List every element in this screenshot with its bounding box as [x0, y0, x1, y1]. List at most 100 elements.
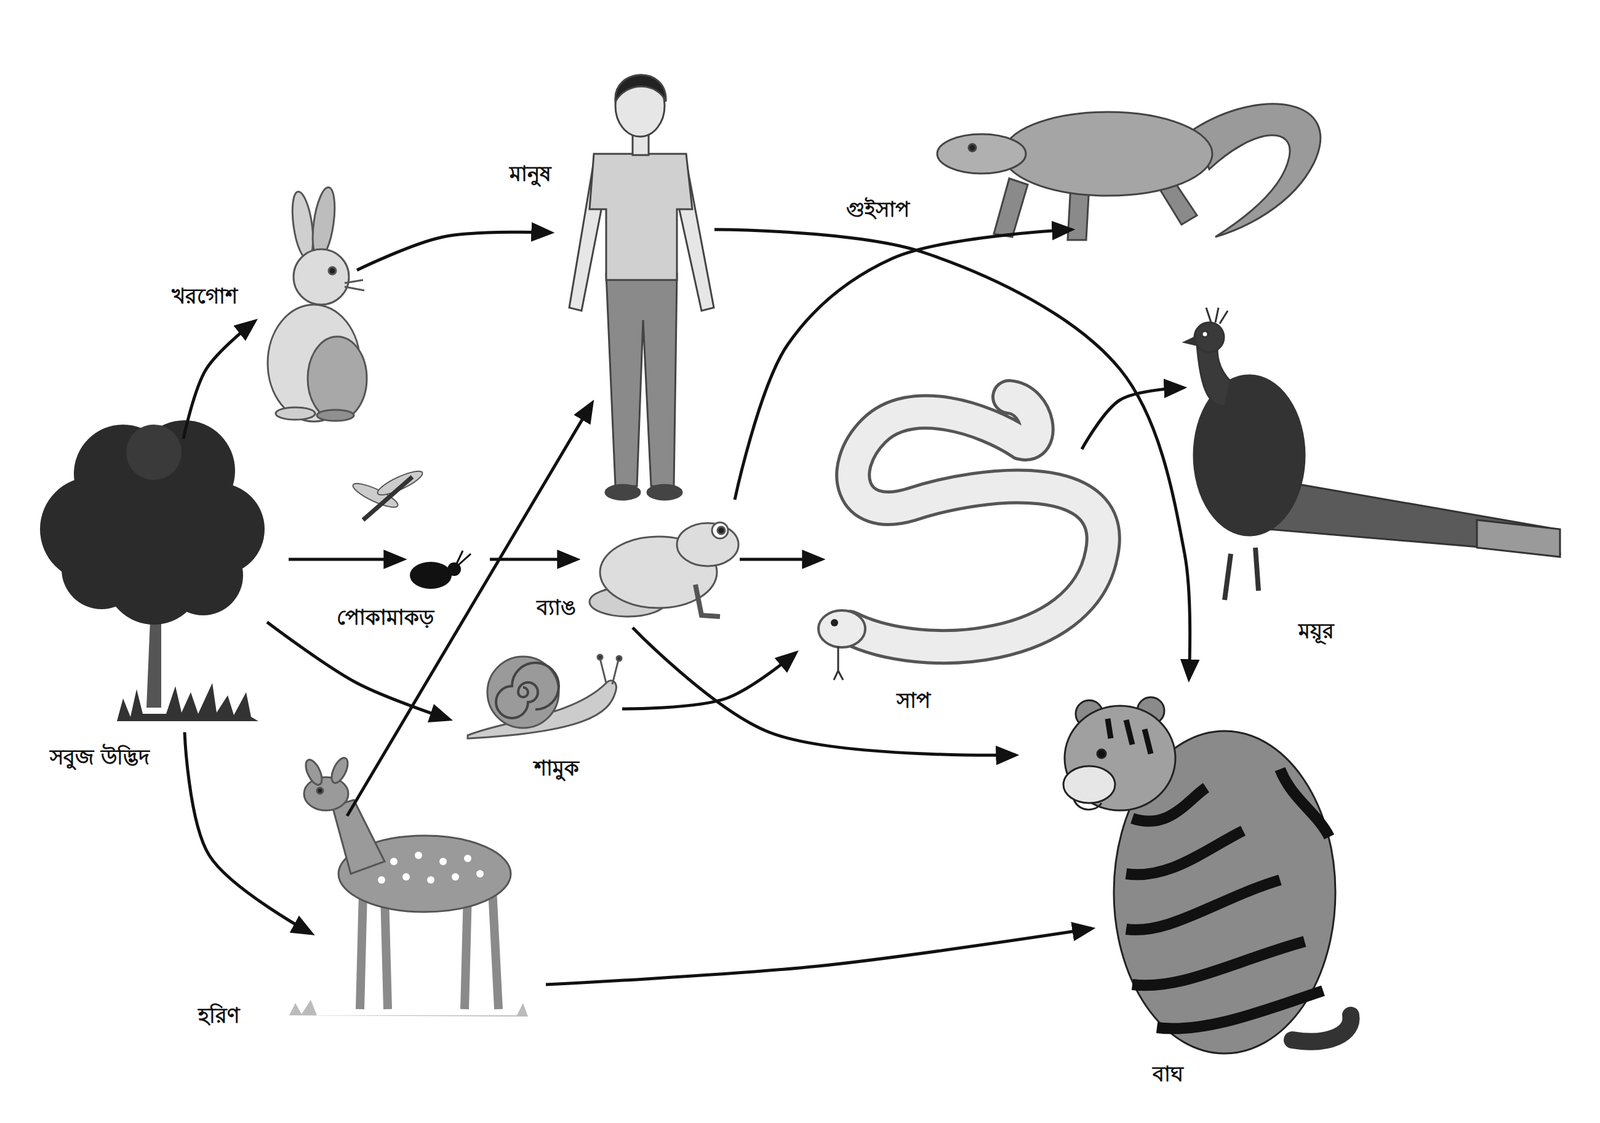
frog-picture-part: [676, 523, 739, 567]
peacock-picture-part: [1476, 520, 1560, 557]
human-picture-part: [615, 75, 666, 102]
peacock-picture-part: [1184, 337, 1196, 345]
deer-picture-part: [304, 777, 349, 811]
food-arrow: [489, 558, 577, 562]
food-arrow: [714, 229, 1191, 679]
organism-node: শামুক: [464, 652, 623, 740]
deer-picture-part-part: [439, 857, 447, 866]
human-picture: [569, 75, 714, 500]
deer-picture-part: [302, 757, 326, 788]
insect-picture-part: [456, 550, 471, 565]
food-arrow: [632, 627, 1016, 756]
organism-name: ব্যাঙ: [536, 595, 576, 621]
deer-picture-part-part: [476, 870, 484, 878]
organism-name: সবুজ উদ্ভিদ: [49, 744, 150, 770]
deer-picture-part: [289, 1000, 528, 1017]
deer-picture-part-part: [464, 854, 472, 863]
food-arrow: [734, 229, 1072, 500]
insect-picture-part: [409, 561, 452, 589]
snake-picture-part: [833, 646, 844, 680]
food-arrow: [288, 558, 404, 562]
deer-picture-part-part: [390, 857, 398, 866]
monitor-lizard-picture-part: [1003, 112, 1213, 196]
frog-picture: [589, 522, 739, 617]
tiger-picture-part: [1292, 1015, 1351, 1042]
organism-node: খরগোশ: [265, 198, 368, 419]
snake-picture-part: [849, 396, 1104, 647]
snake-picture-part: [849, 396, 1104, 647]
organism-node: ময়ূর: [1178, 316, 1562, 613]
tiger-picture-part: [1126, 769, 1330, 1029]
organism-name: বাঘ: [1152, 1061, 1184, 1087]
rabbit-picture-part: [328, 267, 336, 275]
snail-picture-part: [597, 654, 603, 660]
frog-picture-part: [712, 522, 728, 539]
organism-name: সাপ: [896, 688, 931, 714]
food-arrow: [1081, 387, 1184, 450]
rabbit-picture-part: [288, 190, 317, 260]
organism-node: সাপ: [816, 387, 1124, 694]
human-picture-part: [606, 273, 677, 487]
peacock-picture-part: [1206, 307, 1228, 324]
snake-picture-part: [818, 610, 866, 648]
insect-picture-part: [363, 476, 413, 520]
peacock-picture-part: [1201, 331, 1208, 338]
snail-picture-part: [496, 662, 559, 719]
human-picture-part: [647, 484, 682, 500]
tiger-picture-part: [1073, 800, 1102, 810]
deer-picture-part-part: [377, 876, 386, 884]
monitor-lizard-picture-part: [937, 134, 1026, 174]
frog-picture-part: [717, 526, 725, 535]
organism-name: ময়ূর: [1298, 618, 1335, 644]
rabbit-picture-part: [307, 336, 367, 421]
deer-picture-part-part: [427, 876, 435, 884]
human-picture-part: [589, 153, 693, 280]
organism-name: শামুক: [534, 755, 580, 781]
monitor-lizard-picture-part: [968, 144, 976, 152]
tree-picture-part: [126, 424, 182, 480]
organism-node: ব্যাঙ: [592, 510, 740, 623]
organism-name: গুইসাপ: [846, 196, 910, 223]
organism-node: বাঘ: [1051, 678, 1357, 1067]
rabbit-picture-part: [275, 407, 316, 420]
rabbit-picture-part: [293, 249, 349, 305]
peacock-picture-part: [1224, 547, 1259, 600]
organism-name: পোকামাকড়: [336, 604, 434, 631]
deer-picture-part-part: [402, 873, 410, 881]
rabbit-picture-part: [316, 409, 354, 421]
insect-picture-part: [375, 467, 426, 500]
tree-picture-part: [61, 529, 142, 610]
tiger-picture-part: [1063, 766, 1116, 804]
tree-picture-part: [163, 535, 244, 616]
snail-picture-part: [616, 656, 622, 661]
peacock-picture: [1184, 307, 1560, 600]
tiger-picture-part: [1107, 718, 1151, 754]
food-arrow: [184, 732, 312, 934]
organism-node: গুইসাপ: [944, 71, 1326, 250]
organism-node: পোকামাকড়: [350, 467, 474, 591]
deer-picture-part-part: [414, 851, 423, 860]
food-arrow: [183, 321, 255, 439]
organism-name: খরগোশ: [171, 283, 238, 309]
organism-name: মানুষ: [509, 161, 552, 187]
food-arrow: [622, 652, 796, 709]
human-picture-part: [605, 484, 640, 500]
tiger-picture: [1063, 697, 1351, 1054]
organism-name: হরিণ: [198, 1003, 240, 1029]
organism-node: মানুষ: [550, 61, 727, 505]
monitor-lizard-picture-part: [1193, 104, 1321, 237]
food-arrow: [739, 558, 822, 562]
peacock-picture-part: [1194, 322, 1224, 352]
deer-picture-part: [328, 755, 352, 786]
food-arrow: [267, 622, 450, 720]
tree-picture: [40, 420, 265, 722]
deer-picture-part: [332, 800, 385, 874]
snake-picture-part: [830, 619, 839, 627]
monitor-lizard-picture: [937, 104, 1321, 240]
tiger-picture-part: [1097, 749, 1106, 759]
snake-picture: [818, 396, 1104, 680]
rabbit-picture-part: [344, 280, 365, 291]
tree-picture-part: [116, 683, 259, 722]
